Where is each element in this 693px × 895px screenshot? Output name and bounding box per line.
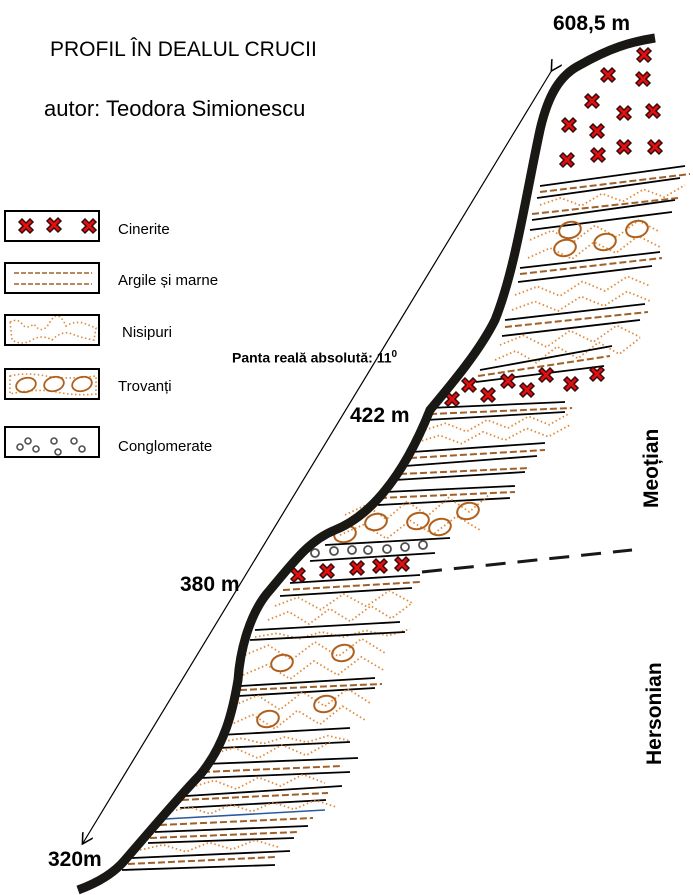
- cinerite-x-icon: [560, 116, 578, 134]
- sand-pattern: [229, 705, 366, 730]
- cinerite-x-icon: [589, 146, 607, 164]
- bedding-line: [531, 199, 676, 221]
- cinerite-x-icon: [460, 376, 478, 394]
- sand-pattern: [511, 290, 651, 313]
- argile-icon: [14, 272, 92, 285]
- sand-pattern: [527, 234, 661, 261]
- bedding-line: [154, 825, 309, 833]
- cinerite-x-icon: [371, 557, 389, 575]
- sand-pattern: [539, 184, 686, 207]
- sand-pattern: [514, 275, 651, 298]
- bedding-line: [237, 687, 376, 697]
- pebble-circle: [347, 545, 357, 555]
- bedding-line: [199, 771, 351, 779]
- sand-pattern: [244, 637, 386, 661]
- sand-pattern: [267, 602, 413, 626]
- cinerite-x-icon: [348, 559, 366, 577]
- cinerite-markers: [289, 46, 664, 584]
- label-stage-hersonian: Hersonian: [643, 662, 666, 765]
- concretion-ellipse: [313, 694, 337, 714]
- label-slope: Panta reală absolută: 110: [232, 349, 397, 366]
- concretion-ellipse: [625, 219, 649, 239]
- pebble-circle: [400, 542, 410, 552]
- cinerite-x-icon: [499, 372, 517, 390]
- cinerite-x-icon: [537, 366, 555, 384]
- label-alt-422: 422 m: [350, 404, 410, 427]
- clay-marl-line: [202, 765, 344, 773]
- cinerite-x-icon: [479, 386, 497, 404]
- pebble-circle: [382, 544, 392, 554]
- cinerite-x-icon: [562, 375, 580, 393]
- clay-marl-line: [504, 311, 649, 328]
- pebble-circle: [418, 540, 428, 550]
- bedding-line: [204, 757, 359, 765]
- bedding-line: [147, 837, 295, 844]
- clay-marl-line: [531, 197, 679, 215]
- clay-marl-line: [149, 831, 299, 839]
- bedding-line: [309, 552, 436, 562]
- bedding-line: [131, 850, 291, 859]
- pebble-circle: [329, 546, 339, 556]
- cinerite-x-icon: [615, 104, 633, 122]
- slope-text: Panta reală absolută: 11: [232, 349, 392, 366]
- bedding-line: [539, 165, 686, 187]
- bedding-line: [529, 211, 673, 231]
- bedding-line: [121, 864, 276, 871]
- cinerite-x-icon: [615, 138, 633, 156]
- cinerite-x-icon: [588, 365, 606, 383]
- cinerite-x-icon: [644, 102, 662, 120]
- bedding-line: [501, 319, 641, 337]
- concretion-ellipse: [593, 232, 617, 252]
- cinerite-x-icon: [318, 562, 336, 580]
- cinerite-x-icon: [599, 66, 617, 84]
- cinerite-x-icon: [558, 151, 576, 169]
- bedding-line: [384, 485, 516, 493]
- cinerite-x-icon: [635, 46, 653, 64]
- label-alt-380: 380 m: [180, 573, 240, 596]
- pebble-circle: [363, 545, 373, 555]
- bedding-line: [179, 799, 327, 809]
- cinerite-x-icon: [634, 70, 652, 88]
- concretion-ellipse: [270, 653, 294, 673]
- bedding-line: [289, 574, 421, 584]
- sand-pattern: [274, 589, 413, 611]
- cinerite-x-icon: [17, 217, 35, 235]
- figure-title: PROFIL ÎN DEALUL CRUCII: [50, 38, 317, 61]
- stage-boundary-line: [421, 548, 633, 574]
- cinerite-x-icon: [393, 555, 411, 573]
- legend-swatch-cinerite: [4, 210, 100, 242]
- concretion-ellipse: [456, 501, 480, 521]
- topographic-profile-line: [76, 33, 656, 895]
- bedding-line: [536, 177, 681, 199]
- bedding-line: [504, 303, 646, 321]
- cinerite-x-icon: [518, 381, 536, 399]
- bedding-line: [185, 785, 343, 797]
- nisipuri-icon: [9, 315, 97, 344]
- cinerite-x-icon: [588, 122, 606, 140]
- clay-marl-line: [159, 817, 314, 826]
- slope-degree: 0: [391, 349, 398, 360]
- clay-marl-line: [379, 491, 516, 499]
- label-bottom-altitude: 320m: [48, 848, 102, 871]
- sand-pattern: [242, 655, 386, 681]
- sand-pattern: [494, 337, 641, 364]
- concretion-ellipse: [558, 220, 582, 240]
- concretion-ellipse: [406, 511, 430, 531]
- cinerite-x-icon: [583, 92, 601, 110]
- cinerite-x-icon: [289, 566, 307, 584]
- clay-marl-line: [127, 856, 277, 865]
- sand-pattern: [417, 424, 571, 445]
- bedding-line: [517, 265, 653, 283]
- cinerite-x-icon: [646, 138, 664, 156]
- slope-arrow: [83, 70, 552, 843]
- bedding-line: [219, 727, 351, 736]
- label-top-altitude: 608,5 m: [553, 12, 631, 35]
- concretion-ellipse: [428, 517, 452, 537]
- label-stage-meotian: Meoțian: [640, 428, 663, 508]
- clay-marl-line: [539, 173, 691, 193]
- bedding-line: [254, 621, 401, 631]
- bedding-line: [377, 497, 511, 506]
- cinerite-x-icon: [45, 216, 63, 234]
- pebble-circle: [310, 548, 320, 558]
